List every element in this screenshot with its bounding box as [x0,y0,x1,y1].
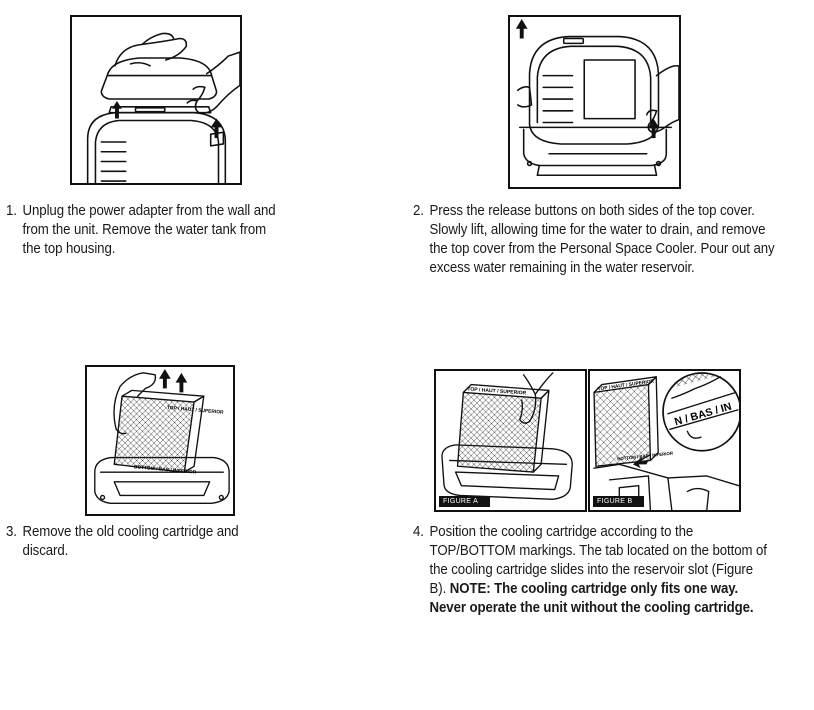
figure-a-top-text: TOP / HAUT / SUPERIOR [467,386,527,396]
step-4-number: 4. [413,524,424,540]
step-4-text: Position the cooling cartridge according… [429,524,767,597]
step-2-text: Press the release buttons on both sides … [429,203,775,276]
figure-a-label: FIGURE A [439,496,491,507]
figure-a-illustration: TOP / HAUT / SUPERIOR [441,372,573,500]
step-2: 2. Press the release buttons on both sid… [413,202,781,278]
cartridge-removal-illustration: TOP / HAUT / SUPERIOR BOTTOM / BAS / INF… [94,368,230,504]
step-2-number: 2. [413,203,424,219]
figure-b-slot-text: BOTTOM / BAS / INFERIOR [617,450,674,461]
water-tank-illustration [86,32,240,183]
step-4-content: Position the cooling cartridge according… [430,523,772,618]
figure-remove-water-tank [70,15,242,185]
figure-remove-top-cover [508,15,681,189]
top-cover-illustration [515,18,679,177]
step-3: 3. Remove the old cooling cartridge and … [6,523,282,561]
figure-b-illustration: N / BAS / IN TOP / HAUT / SUPERIOR BOTTO… [593,372,739,510]
step-4-note: NOTE: The cooling cartridge only fits on… [429,581,754,616]
figure-a-insert-cartridge: TOP / HAUT / SUPERIOR FIGURE A [434,369,587,512]
figure-b-label: FIGURE B [593,496,645,507]
cartridge-bottom-text: BOTTOM / BAS / INFERIOR [134,464,197,475]
figure-b-reservoir-slot: N / BAS / IN TOP / HAUT / SUPERIOR BOTTO… [588,369,741,512]
cartridge-top-text: TOP / HAUT / SUPERIOR [167,405,225,416]
step-3-number: 3. [6,524,17,540]
figure-remove-cartridge: TOP / HAUT / SUPERIOR BOTTOM / BAS / INF… [85,365,235,516]
step-1-number: 1. [6,203,17,219]
step-1-text: Unplug the power adapter from the wall a… [22,203,276,257]
step-3-text: Remove the old cooling cartridge and dis… [22,524,239,559]
step-1: 1. Unplug the power adapter from the wal… [6,202,287,259]
step-4: 4. Position the cooling cartridge accord… [413,523,772,618]
